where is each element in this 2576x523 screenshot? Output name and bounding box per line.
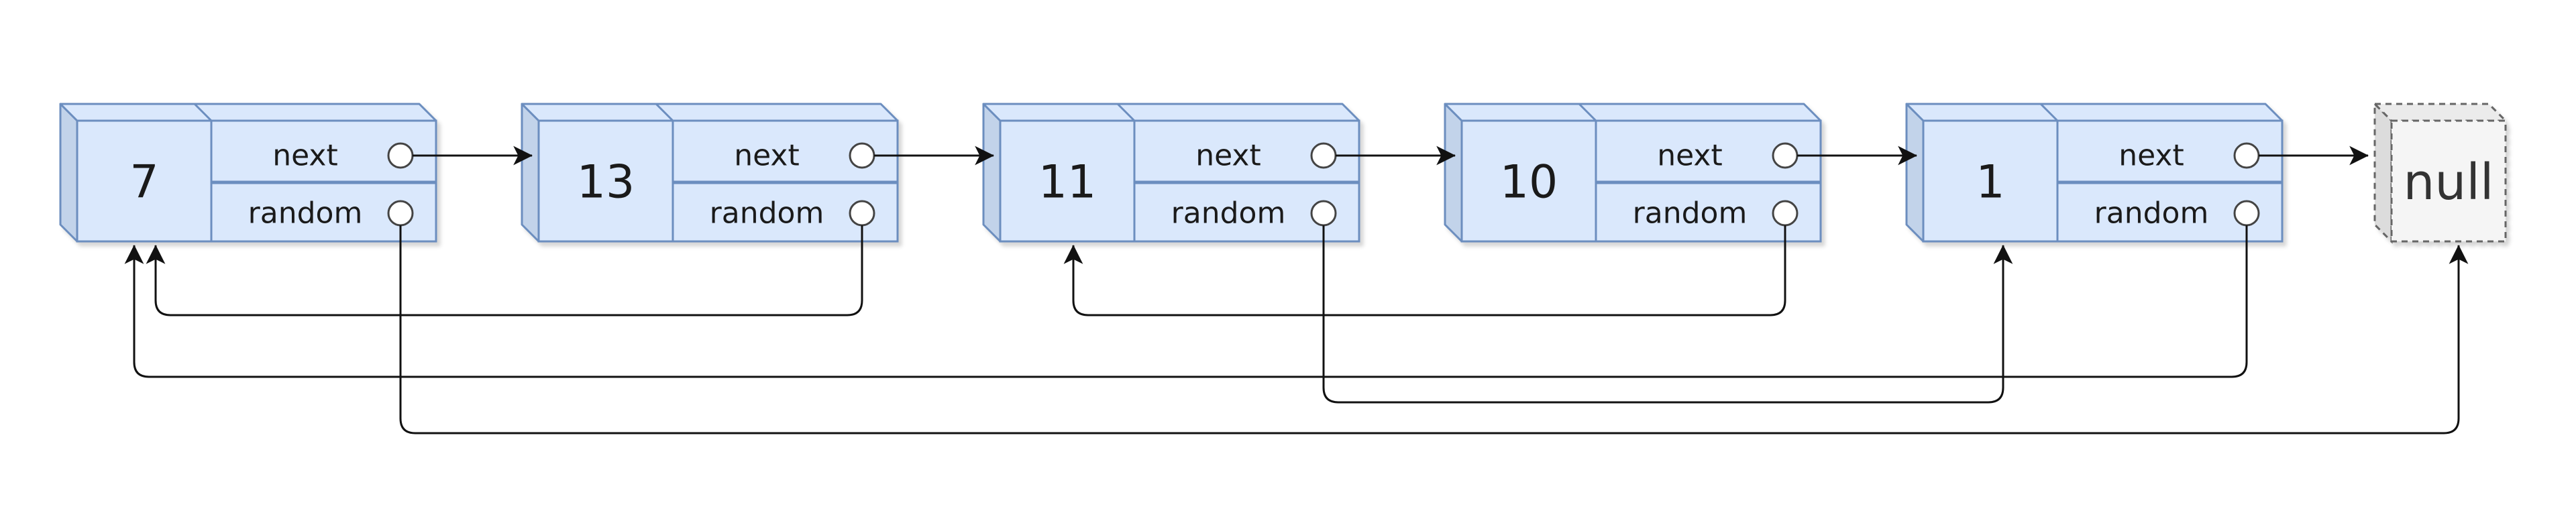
- random-port: [1772, 200, 1799, 227]
- nodes-layer: 7 next random 13 next random 11 next random 10 nex…: [59, 101, 2508, 244]
- random-arrow: [1322, 225, 2013, 404]
- node-body: [59, 103, 437, 243]
- node-top-divider: [655, 103, 674, 122]
- null-top-face: [2372, 103, 2508, 122]
- list-node: 7 next random: [59, 103, 437, 243]
- node-body: [521, 103, 899, 243]
- random-field-label: random: [2094, 196, 2209, 231]
- random-field-label: random: [1171, 196, 1286, 231]
- node-top-face: [1905, 103, 2284, 122]
- random-port: [1310, 200, 1337, 227]
- node-top-divider: [1578, 103, 1597, 122]
- next-field-label: next: [1657, 139, 1722, 173]
- next-port: [2233, 142, 2260, 169]
- null-label: null: [2404, 154, 2494, 211]
- random-arrow: [399, 225, 2469, 434]
- list-node: 11 next random: [982, 103, 1360, 243]
- node-side-face: [1444, 103, 1463, 243]
- next-field-label: next: [272, 139, 337, 173]
- node-top-face: [521, 103, 899, 122]
- null-side-face: [2373, 101, 2393, 244]
- node-top-divider: [193, 103, 213, 122]
- random-field-label: random: [710, 196, 824, 231]
- node-body: [1444, 103, 1822, 243]
- list-node: 1 next random: [1905, 103, 2284, 243]
- next-field-label: next: [1195, 139, 1260, 173]
- null-front-face: [2390, 119, 2507, 243]
- null-node: null: [2372, 101, 2508, 244]
- node-value: 10: [1500, 156, 1558, 209]
- next-field-label: next: [2118, 139, 2184, 173]
- list-node: 13 next random: [521, 103, 899, 243]
- node-side-face: [1905, 103, 1925, 243]
- node-side-face: [982, 103, 1002, 243]
- node-side-face: [59, 103, 78, 243]
- random-port: [387, 200, 414, 227]
- random-arrow: [124, 225, 2248, 378]
- random-field-label: random: [248, 196, 363, 231]
- next-port: [849, 142, 875, 169]
- random-port: [849, 200, 875, 227]
- node-value: 7: [129, 156, 158, 209]
- node-body: [982, 103, 1360, 243]
- random-port: [2233, 200, 2260, 227]
- node-top-face: [982, 103, 1360, 122]
- random-arrow: [146, 225, 863, 316]
- list-node: 10 next random: [1444, 103, 1822, 243]
- node-top-face: [1444, 103, 1822, 122]
- node-value: 11: [1038, 156, 1097, 209]
- random-field-label: random: [1633, 196, 1748, 231]
- random-arrow: [1063, 225, 1786, 316]
- node-value: 1: [1976, 156, 2004, 209]
- node-body: [1905, 103, 2284, 243]
- node-side-face: [521, 103, 540, 243]
- node-top-face: [59, 103, 437, 122]
- next-port: [1772, 142, 1799, 169]
- next-port: [1310, 142, 1337, 169]
- node-top-divider: [2039, 103, 2059, 122]
- edges-layer: [124, 146, 2469, 434]
- node-value: 13: [577, 156, 635, 209]
- next-field-label: next: [734, 139, 799, 173]
- next-port: [387, 142, 414, 169]
- node-top-divider: [1116, 103, 1136, 122]
